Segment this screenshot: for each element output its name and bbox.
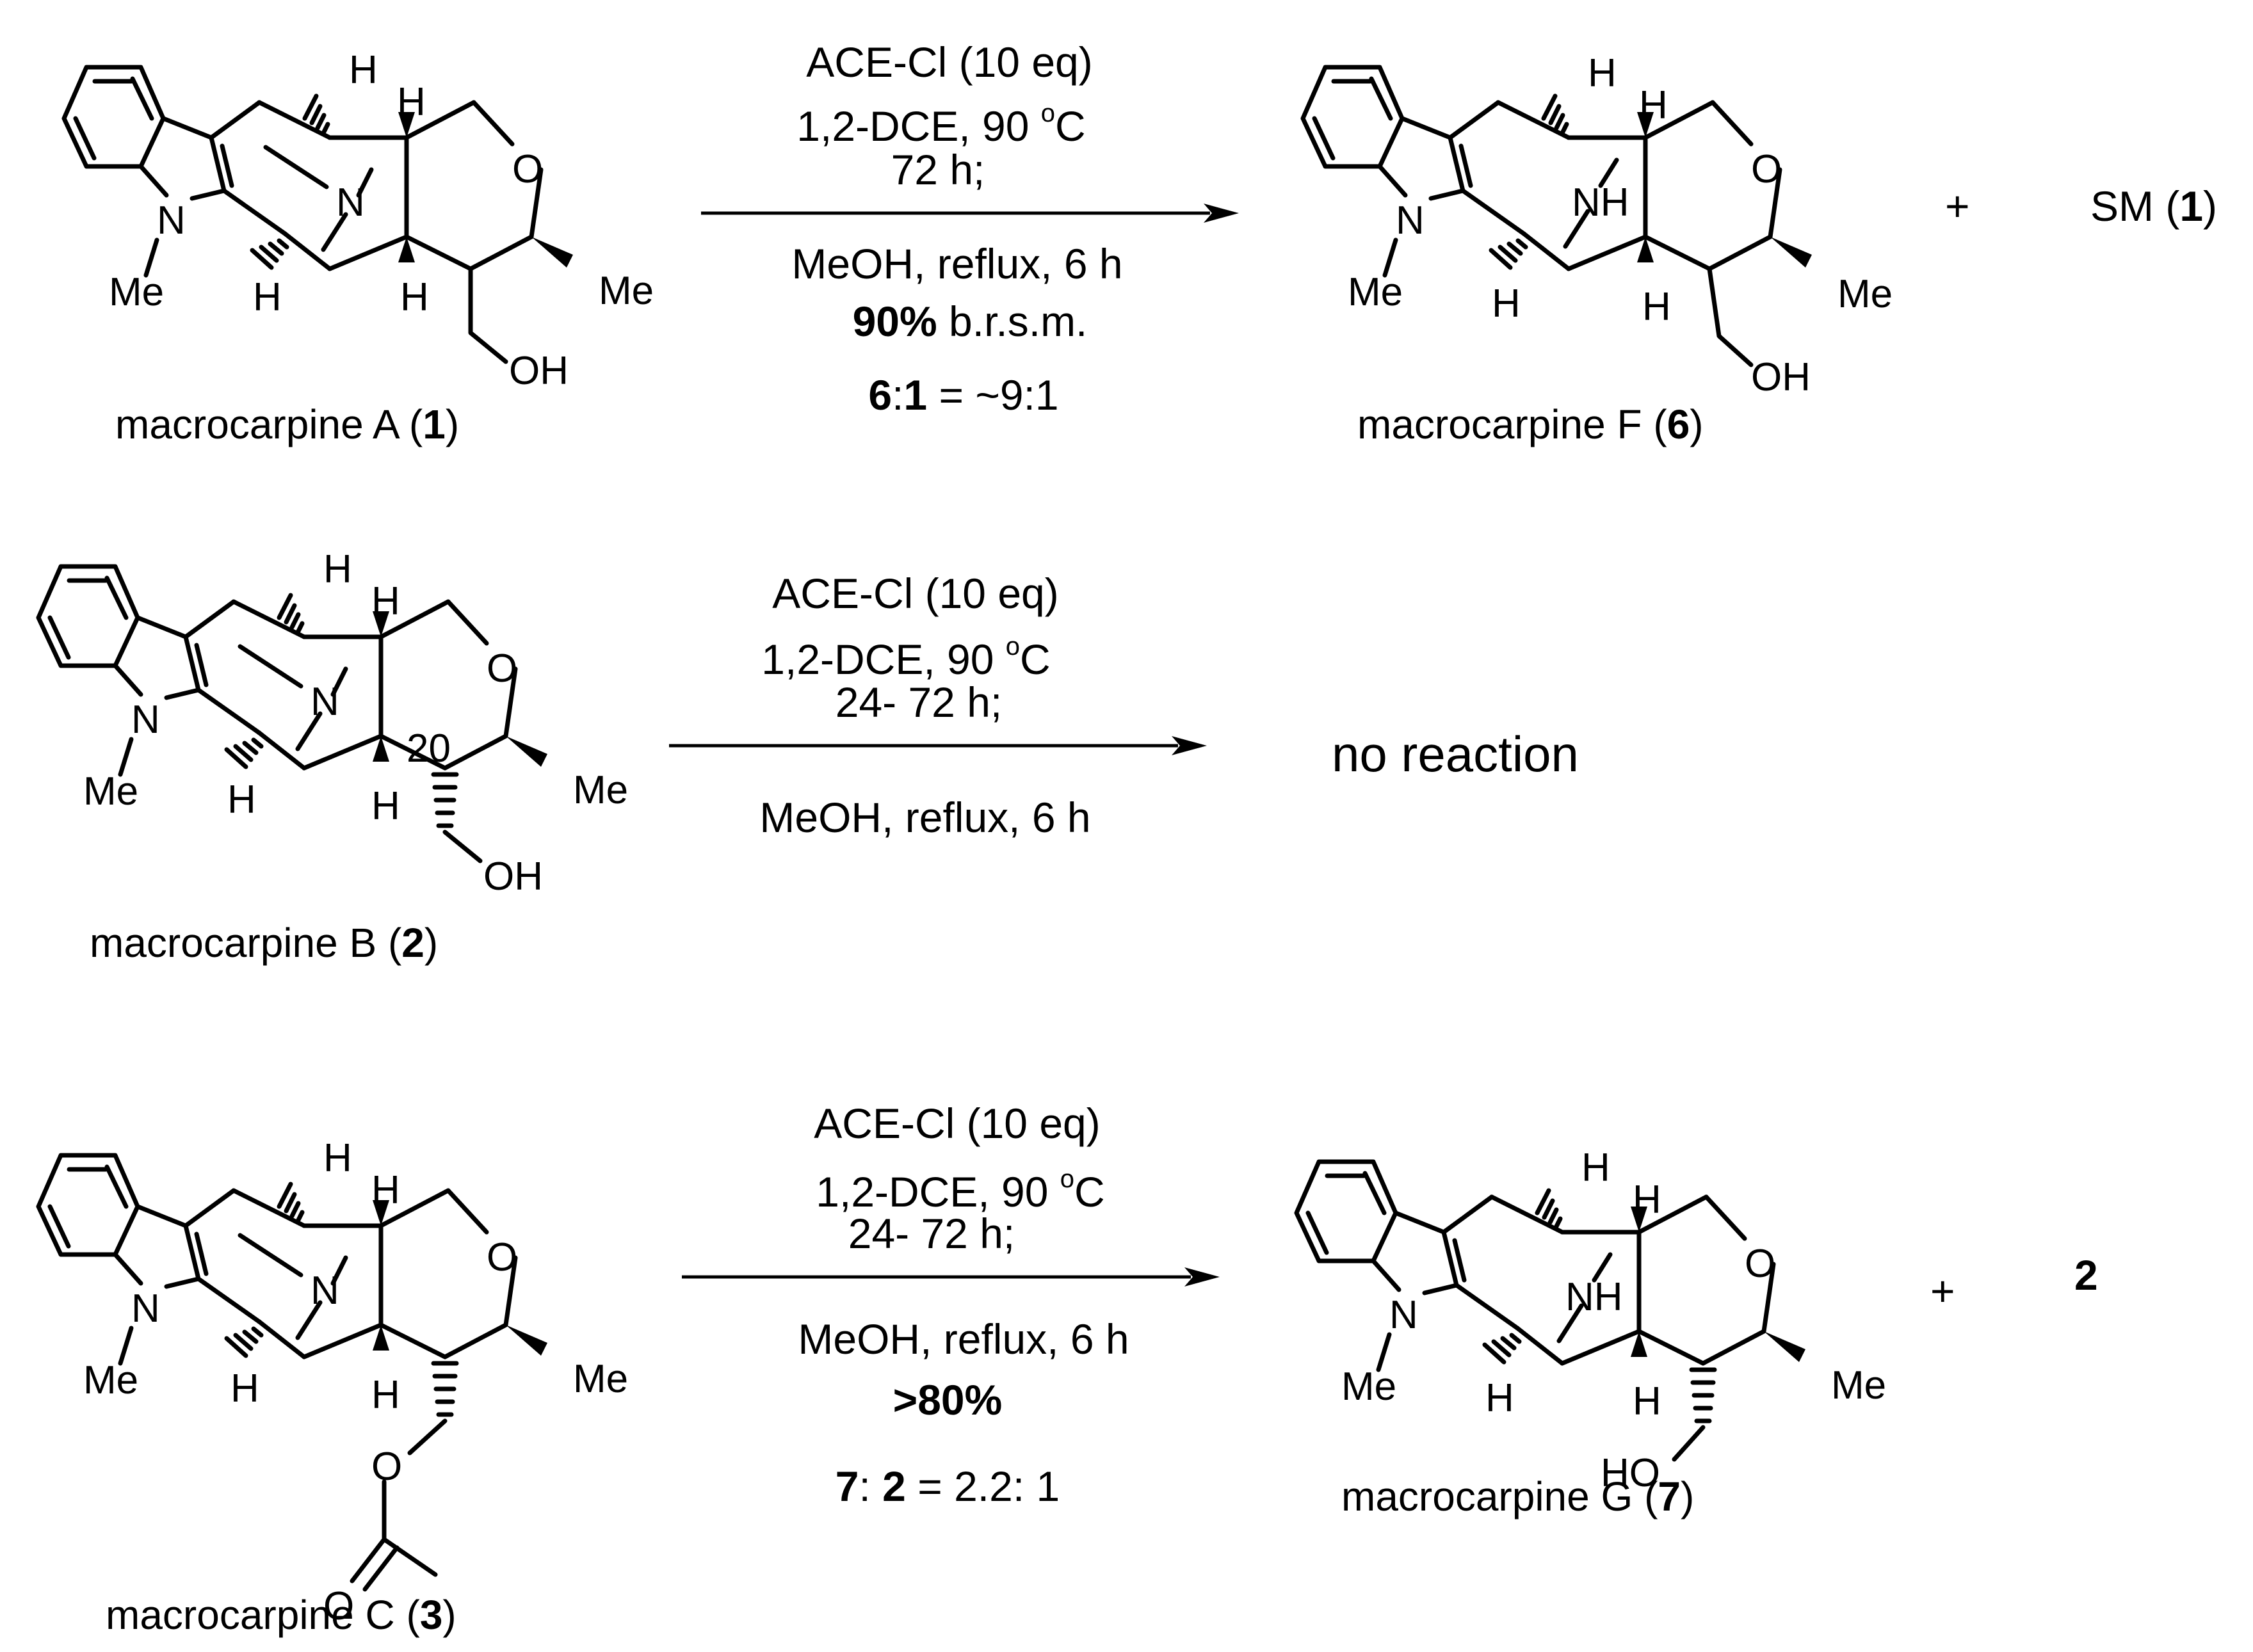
atom-ho: HO bbox=[1601, 1451, 1660, 1495]
atom-me-c: Me bbox=[573, 1357, 628, 1401]
svg-text:1,2-DCE, 90 oC: 1,2-DCE, 90 oC bbox=[761, 632, 1050, 683]
structure-macrocarpine-a: N N Me Me OH O H H H H bbox=[64, 48, 654, 393]
atom-h-1: H bbox=[323, 547, 352, 591]
atom-o-ring: O bbox=[487, 1235, 517, 1279]
atom-h-3: H bbox=[230, 1367, 259, 1411]
atom-h-4: H bbox=[1633, 1379, 1661, 1423]
conditions-1: ACE-Cl (10 eq) 1,2-DCE, 90 oC 72 h; MeOH… bbox=[701, 38, 1239, 419]
svg-text:24- 72 h;: 24- 72 h; bbox=[836, 678, 1003, 726]
atom-n-bridge: N bbox=[311, 1269, 339, 1313]
atom-o-ring: O bbox=[512, 147, 543, 191]
byproduct-label-3: 2 bbox=[2074, 1251, 2098, 1299]
svg-text:7: 2 = 2.2: 1: 7: 2 = 2.2: 1 bbox=[836, 1463, 1060, 1510]
atom-me-c: Me bbox=[573, 768, 628, 812]
atom-oh: OH bbox=[509, 349, 569, 393]
structure-macrocarpine-f: NH N Me Me OH O H H H H bbox=[1303, 51, 1893, 399]
svg-text:MeOH, reflux, 6 h: MeOH, reflux, 6 h bbox=[759, 794, 1090, 841]
svg-text:90% b.r.s.m.: 90% b.r.s.m. bbox=[853, 298, 1088, 345]
atom-h-4: H bbox=[371, 1373, 400, 1417]
structure-macrocarpine-b: N N Me Me OH O 20 H H H H bbox=[38, 547, 628, 899]
svg-text:ACE-Cl (10 eq): ACE-Cl (10 eq) bbox=[814, 1100, 1100, 1147]
atom-me-n: Me bbox=[1341, 1365, 1396, 1409]
atom-oh: OH bbox=[483, 854, 543, 899]
plus-sign-1: + bbox=[1945, 182, 1970, 230]
atom-me-n: Me bbox=[109, 270, 164, 314]
conditions-3: ACE-Cl (10 eq) 1,2-DCE, 90 oC 24- 72 h; … bbox=[682, 1100, 1220, 1510]
conditions-2: ACE-Cl (10 eq) 1,2-DCE, 90 oC 24- 72 h; … bbox=[669, 570, 1207, 841]
atom-me-n: Me bbox=[83, 769, 138, 814]
structure-macrocarpine-c: N N Me Me O O O H H H H bbox=[38, 1136, 628, 1628]
atom-me-c: Me bbox=[599, 269, 654, 313]
row-2: N N Me Me OH O 20 H H H H macrocarpine B… bbox=[38, 547, 1579, 966]
atom-n-indole: N bbox=[1389, 1293, 1418, 1337]
atom-n-indole: N bbox=[157, 198, 186, 243]
atom-n-bridge: N bbox=[336, 180, 365, 225]
plus-sign-3: + bbox=[1930, 1267, 1955, 1315]
atom-h-3: H bbox=[1492, 282, 1521, 326]
svg-text:24- 72 h;: 24- 72 h; bbox=[848, 1210, 1015, 1257]
atom-nh: NH bbox=[1572, 180, 1629, 225]
atom-h-1: H bbox=[1588, 51, 1617, 95]
compound-label-1: macrocarpine A (1) bbox=[115, 401, 459, 447]
atom-me-n: Me bbox=[83, 1358, 138, 1402]
atom-nh: NH bbox=[1565, 1275, 1623, 1319]
compound-label-3: macrocarpine C (3) bbox=[106, 1592, 456, 1638]
atom-oh: OH bbox=[1751, 355, 1811, 399]
atom-o-ester: O bbox=[371, 1445, 402, 1489]
atom-c20: 20 bbox=[407, 726, 451, 771]
atom-h-4: H bbox=[371, 784, 400, 828]
svg-text:MeOH, reflux, 6 h: MeOH, reflux, 6 h bbox=[798, 1315, 1129, 1363]
compound-label-7: macrocarpine G (7) bbox=[1341, 1473, 1694, 1520]
atom-h-3: H bbox=[253, 275, 282, 319]
row-3: N N Me Me O O O H H H H macrocarpine C (… bbox=[38, 1100, 2098, 1638]
atom-me-c: Me bbox=[1837, 272, 1893, 316]
atom-o-carbonyl: O bbox=[323, 1584, 354, 1628]
atom-n-bridge: N bbox=[311, 680, 339, 724]
atom-n-indole: N bbox=[131, 1287, 160, 1331]
structure-macrocarpine-g: NH N Me Me HO O H H H H bbox=[1296, 1146, 1886, 1495]
atom-h-1: H bbox=[323, 1136, 352, 1180]
atom-h-3: H bbox=[1485, 1376, 1514, 1420]
atom-n-indole: N bbox=[131, 698, 160, 742]
atom-me-c: Me bbox=[1831, 1363, 1886, 1407]
atom-h-2: H bbox=[1639, 83, 1668, 127]
row-1: N N Me Me OH O H H H H macrocarpine A (1… bbox=[64, 38, 2217, 447]
atom-h-3: H bbox=[227, 778, 256, 822]
atom-h-4: H bbox=[1642, 285, 1671, 329]
atom-h-2: H bbox=[371, 579, 400, 623]
atom-o-ring: O bbox=[487, 646, 517, 691]
atom-h-4: H bbox=[400, 275, 429, 319]
svg-text:ACE-Cl (10 eq): ACE-Cl (10 eq) bbox=[806, 38, 1092, 86]
svg-text:1,2-DCE, 90 oC: 1,2-DCE, 90 oC bbox=[816, 1165, 1104, 1215]
atom-h-2: H bbox=[371, 1168, 400, 1212]
svg-text:1,2-DCE, 90 oC: 1,2-DCE, 90 oC bbox=[796, 99, 1085, 150]
svg-text:MeOH, reflux, 6 h: MeOH, reflux, 6 h bbox=[791, 240, 1122, 287]
atom-me-n: Me bbox=[1348, 270, 1403, 314]
no-reaction-label: no reaction bbox=[1332, 726, 1579, 782]
atom-h-2: H bbox=[397, 80, 426, 124]
atom-o-ring: O bbox=[1745, 1242, 1775, 1286]
compound-label-2: macrocarpine B (2) bbox=[90, 920, 438, 966]
compound-label-6: macrocarpine F (6) bbox=[1357, 401, 1704, 447]
atom-h-2: H bbox=[1633, 1178, 1661, 1222]
atom-n-indole: N bbox=[1396, 198, 1425, 243]
atom-h-1: H bbox=[349, 48, 378, 92]
atom-o-ring: O bbox=[1751, 147, 1782, 191]
svg-text:72 h;: 72 h; bbox=[891, 146, 985, 193]
svg-text:6:1 = ~9:1: 6:1 = ~9:1 bbox=[868, 371, 1058, 419]
svg-text:>80%: >80% bbox=[893, 1376, 1003, 1423]
atom-h-1: H bbox=[1581, 1146, 1610, 1190]
byproduct-label-1: SM (1) bbox=[2090, 182, 2217, 230]
svg-text:ACE-Cl (10 eq): ACE-Cl (10 eq) bbox=[772, 570, 1058, 617]
